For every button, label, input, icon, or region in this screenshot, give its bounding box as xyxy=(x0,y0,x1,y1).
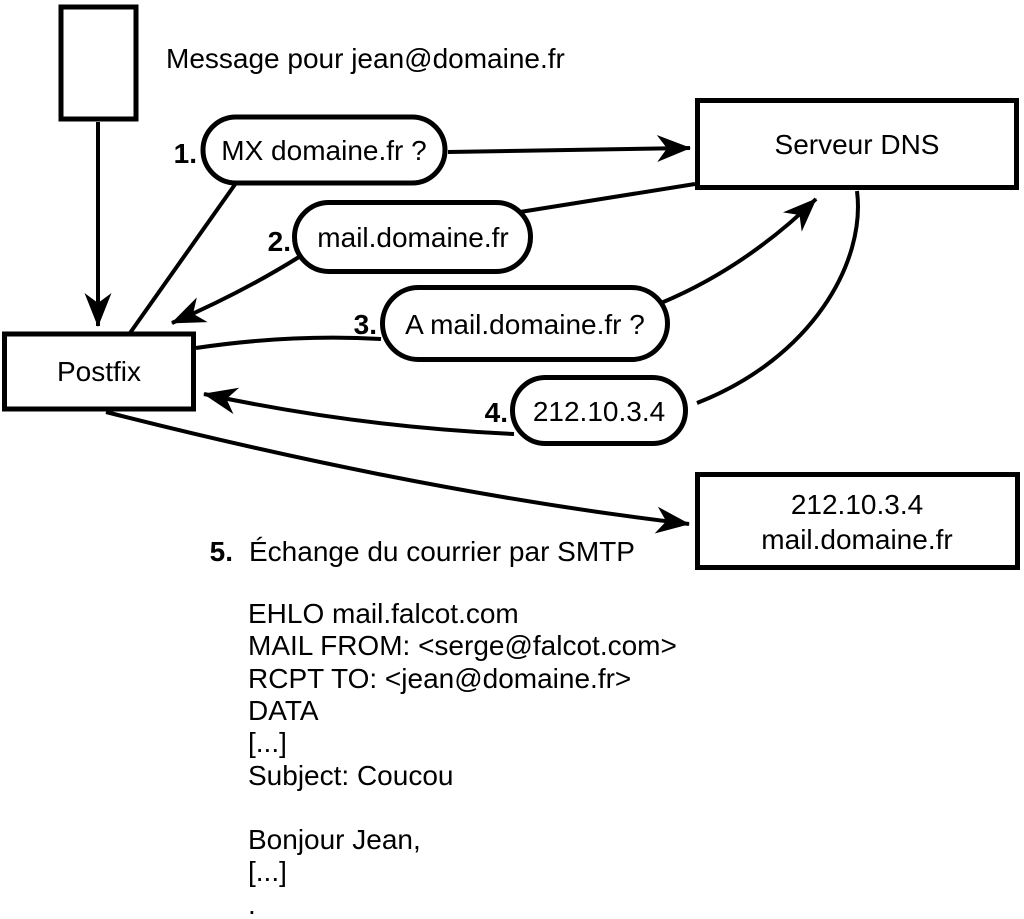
step4-pill xyxy=(510,375,688,446)
line-dns-to-step4 xyxy=(696,190,860,405)
smtp-session-line: [...] xyxy=(248,856,287,887)
smtp-session-line: RCPT TO: <jean@domaine.fr> xyxy=(248,663,631,694)
step3-label: A mail.domaine.fr ? xyxy=(405,309,645,340)
step4-label: 212.10.3.4 xyxy=(533,396,665,427)
dns-server-label: Serveur DNS xyxy=(775,129,940,160)
step2-label: mail.domaine.fr xyxy=(317,222,508,253)
arrow-step1-to-dns xyxy=(447,135,691,163)
smtp-session-line: [...] xyxy=(248,727,287,758)
line-postfix-to-step3 xyxy=(195,335,382,350)
smtp-session-line: Bonjour Jean, xyxy=(248,824,421,855)
mail-client-box xyxy=(58,4,139,122)
step4-number: 4. xyxy=(485,397,508,428)
mail-server-box xyxy=(695,472,1020,570)
message-title: Message pour jean@domaine.fr xyxy=(166,43,565,74)
mail-server-ip: 212.10.3.4 xyxy=(791,489,923,520)
smtp-session-line: EHLO mail.falcot.com xyxy=(248,598,519,629)
arrow-step4-to-postfix xyxy=(203,387,515,436)
smtp-session-line: MAIL FROM: <serge@falcot.com> xyxy=(248,630,677,661)
step1-label: MX domaine.fr ? xyxy=(221,135,426,166)
step5-number: 5. xyxy=(210,536,233,567)
step1-number: 1. xyxy=(174,138,197,169)
smtp-session-line: Subject: Coucou xyxy=(248,760,453,791)
mail-server-host: mail.domaine.fr xyxy=(761,524,952,555)
step1-pill xyxy=(200,114,448,186)
smtp-session-line: . xyxy=(248,889,256,919)
step2-number: 2. xyxy=(268,226,291,257)
step3-number: 3. xyxy=(354,309,377,340)
step3-pill xyxy=(380,285,670,362)
step2-pill xyxy=(292,200,533,274)
arrow-step2-to-postfix xyxy=(171,255,301,325)
line-postfix-to-step1 xyxy=(128,181,238,335)
arrow-postfix-to-mailserver xyxy=(105,410,690,534)
smtp-session-line: DATA xyxy=(248,695,319,726)
arrow-step3-to-dns xyxy=(660,197,818,305)
postfix-label: Postfix xyxy=(57,356,141,387)
step5-label: Échange du courrier par SMTP xyxy=(249,536,635,567)
dns-server-box xyxy=(695,98,1019,190)
smtp-session: EHLO mail.falcot.com MAIL FROM: <serge@f… xyxy=(248,598,677,919)
postfix-box xyxy=(2,331,196,412)
line-dns-to-step2 xyxy=(519,182,696,214)
